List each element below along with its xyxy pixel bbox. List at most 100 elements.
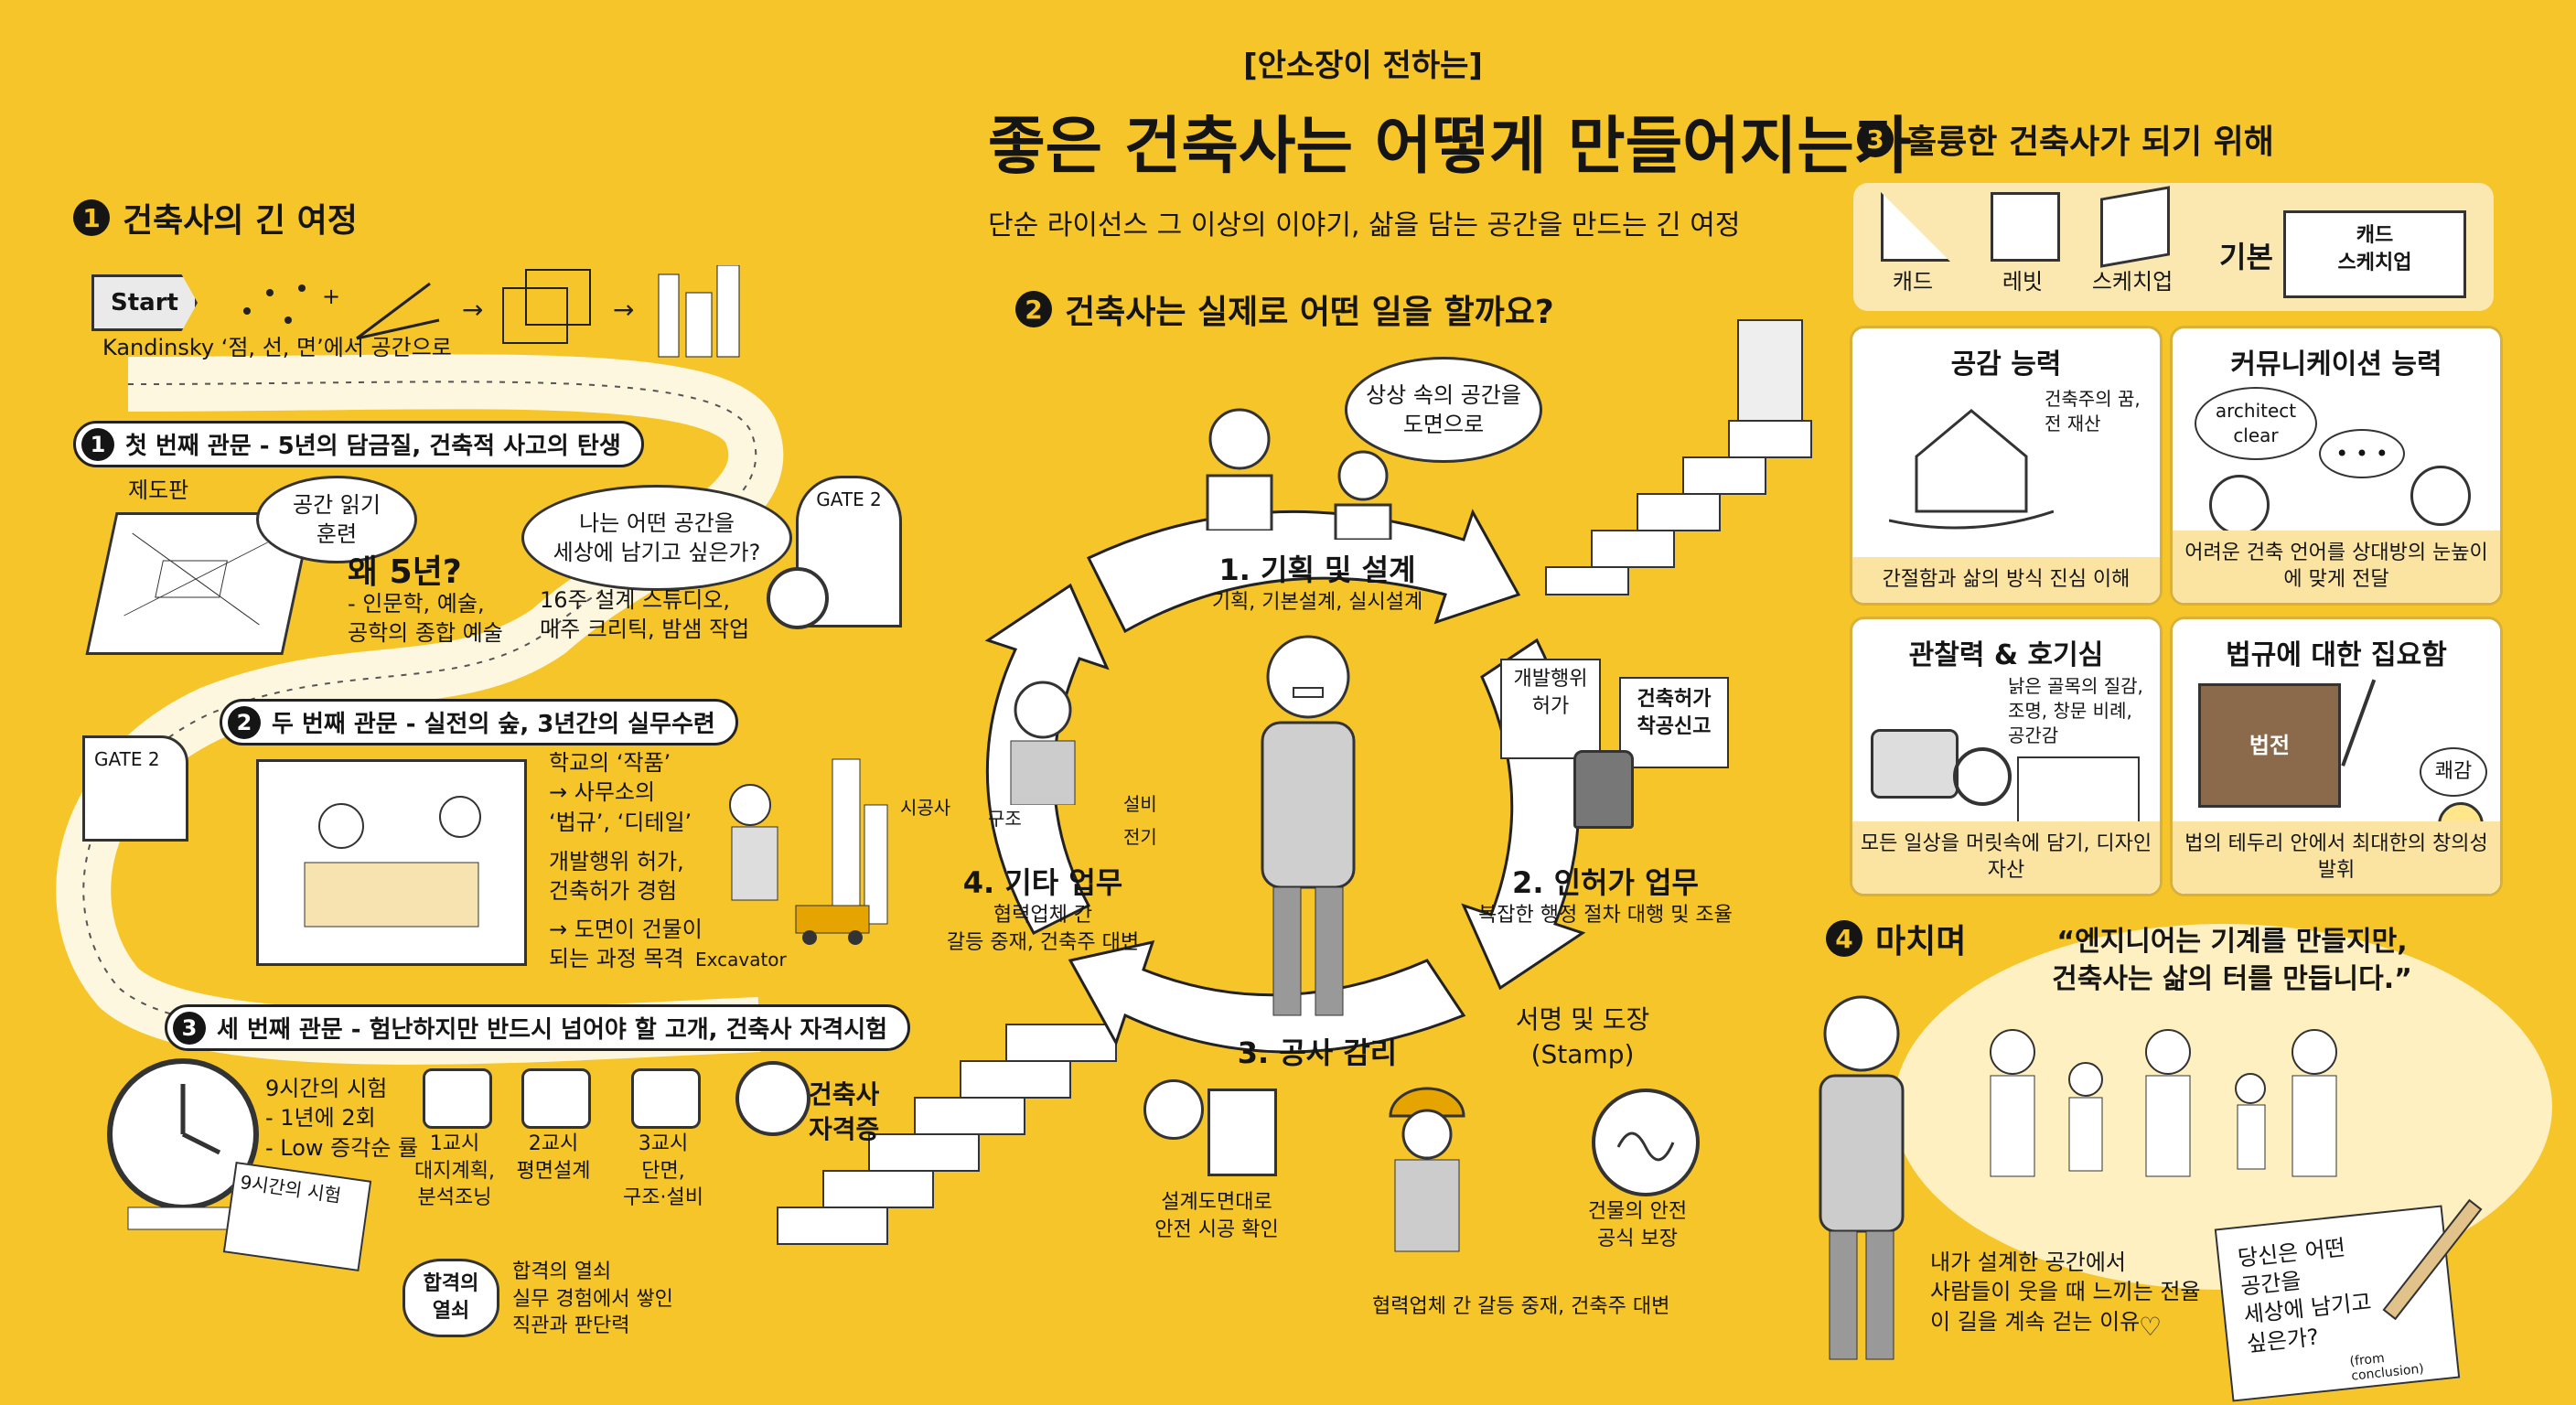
imagination-bubble: 상상 속의 공간을 도면으로 <box>1345 357 1542 463</box>
heart-icon: ♡ <box>2139 1312 2163 1342</box>
house-hand-icon <box>1889 409 2054 530</box>
section4-title: 마치며 <box>1875 923 1967 960</box>
section-plan-icon <box>631 1068 701 1129</box>
session-3: 3교시 단면, 구조·설비 <box>623 1132 703 1210</box>
cycle-step-1-title: 1. 기획 및 설계 <box>1218 552 1416 587</box>
observation-card: 관찰력 & 호기심 낡은 골목의 질감, 조명, 창문 비례, 공간감 모든 일… <box>1850 617 2163 896</box>
stage2-number: 2 <box>228 705 261 739</box>
start-sign: Start <box>91 274 198 331</box>
bottom-note: 협력업체 간 갈등 중재, 건축주 대변 <box>1372 1295 1670 1318</box>
sketchup-icon <box>2100 186 2170 268</box>
reflection-note: 당신은 어떤 공간을 세상에 남기고 싶은가? (from conclusion… <box>2214 1205 2461 1402</box>
stage1-pill: 1 첫 번째 관문 - 5년의 담금질, 건축적 사고의 탄생 <box>73 421 644 467</box>
section4-number: 4 <box>1826 920 1862 957</box>
header-tag: [안소장이 전하는] <box>1243 48 1483 84</box>
plus-sign: + <box>322 284 341 309</box>
stamp-icon <box>1573 750 1634 829</box>
cycle-step-4-title: 4. 기타 업무 <box>962 865 1123 900</box>
compass-tool-icon <box>2341 679 2410 779</box>
pass-key-text: 합격의 열쇠 실무 경험에서 쌓인 직관과 판단력 <box>512 1260 673 1338</box>
certificate-medal-icon <box>735 1061 810 1136</box>
exam-text: 9시간의 시험 - 1년에 2회 - Low 증각순 률 <box>265 1076 419 1161</box>
clock-icon <box>107 1058 259 1230</box>
basic-cad: 캐드 <box>1892 269 1934 295</box>
sketchbook-icon <box>2017 756 2140 824</box>
communication-title: 커뮤니케이션 능력 <box>2230 349 2442 381</box>
law-book: 법전 <box>2198 683 2341 808</box>
observation-foot: 모든 일상을 머릿속에 담기, 디자인 자산 <box>1852 820 2160 894</box>
excavator-label: Excavator <box>695 949 787 971</box>
closing-quote: “엔지니어는 기계를 만들지만, 건축사는 삶의 터를 만듭니다.” <box>2052 926 2412 995</box>
section2-heading: 2 건축사는 실제로 어떤 일을 할까요? <box>1015 285 1554 333</box>
section1-number: 1 <box>73 199 110 236</box>
office-scene <box>256 759 527 966</box>
team-structure: 구조 <box>988 808 1022 830</box>
studio-text: 16주 설계 스튜디오, 매주 크리틱, 밤샘 작업 <box>540 587 750 643</box>
exam-paper-icon: 9시간의 시험 <box>222 1162 372 1271</box>
clipboard-icon <box>1208 1089 1277 1176</box>
pass-key-badge: 합격의 열쇠 <box>402 1259 499 1337</box>
cycle-step-1: 1. 기획 및 설계 기획, 기본설계, 실시설계 <box>1180 547 1454 617</box>
svg-text:→: → <box>613 295 634 325</box>
cycle-step-2-desc: 복잡한 행정 절차 대행 및 조율 <box>1478 904 1733 927</box>
compass-icon <box>767 567 829 629</box>
basics-panel: 캐드 레빗 스케치업 기본 캐드 스케치업 <box>1853 183 2494 311</box>
session-2: 2교시 평면설계 <box>516 1132 591 1183</box>
building-permit-doc: 건축허가 착공신고 <box>1619 677 1729 768</box>
site-workers <box>1372 1079 1482 1262</box>
gate-label: GATE 2 <box>816 488 882 510</box>
happy-family-icon <box>1990 1029 2337 1177</box>
observation-note: 낡은 골목의 질감, 조명, 창문 비례, 공간감 <box>2008 675 2143 746</box>
basic-revit: 레빗 <box>2002 269 2044 295</box>
floor-plan-icon <box>521 1068 591 1129</box>
center-architect-figure <box>1217 622 1400 1024</box>
building-stairs <box>1545 319 1812 595</box>
law-card: 법규에 대한 집요함 법전 쾌감 법의 테두리 안에서 최대한의 창의성 발휘 <box>2170 617 2503 896</box>
section2-number: 2 <box>1015 291 1052 327</box>
stage2-note-2: 개발행위 허가, 건축허가 경험 <box>549 849 684 905</box>
stage2-note-1: 학교의 ‘작품’ → 사무소의 ‘법규’, ‘디테일’ <box>549 750 692 835</box>
stage1-number: 1 <box>81 427 114 461</box>
signature-seal-icon <box>1592 1089 1700 1196</box>
basics-book: 캐드 스케치업 <box>2283 210 2466 298</box>
supervision-note: 설계도면대로 안전 시공 확인 <box>1154 1191 1279 1241</box>
pleasure-bubble: 쾌감 <box>2420 747 2487 797</box>
architect-woman-icon <box>1326 448 1400 542</box>
worker-avatar <box>2410 466 2471 526</box>
section1-heading: 1 건축사의 긴 여정 <box>73 194 358 241</box>
empathy-card: 공감 능력 건축주의 꿈, 전 재산 간절함과 삶의 방식 진심 이해 <box>1850 326 2163 606</box>
ruler-icon <box>1881 192 1950 262</box>
reading-space-bubble: 공간 읽기 훈련 <box>256 476 417 563</box>
reflection-source: (from conclusion) <box>2348 1350 2425 1384</box>
architect-speech-bubble: architect clear <box>2195 387 2317 460</box>
empathy-title: 공감 능력 <box>1950 349 2062 381</box>
point-line-plane-icon: → → <box>243 265 740 358</box>
drafting-board-icon <box>85 512 314 655</box>
page-title: 좋은 건축사는 어떻게 만들어지는가 <box>988 110 1912 183</box>
architect-man-icon <box>1198 402 1281 532</box>
site-plan-icon <box>423 1068 492 1129</box>
section1-title: 건축사의 긴 여정 <box>123 202 358 240</box>
thought-bubble: 나는 어떤 공간을 세상에 남기고 싶은가? <box>521 485 792 591</box>
why-five-years: 왜 5년? <box>348 553 462 591</box>
cycle-step-3: 3. 공사 감리 <box>1198 1030 1436 1072</box>
family-glow <box>1894 924 2552 1290</box>
gate2-icon: GATE 2 <box>82 735 188 842</box>
stage1-title: 첫 번째 관문 - 5년의 담금질, 건축적 사고의 탄생 <box>125 433 621 460</box>
section3-heading: 3 훌륭한 건축사가 되기 위해 <box>1857 115 2274 163</box>
communication-card: 커뮤니케이션 능력 architect clear • • • 어려운 건축 언… <box>2170 326 2503 606</box>
law-title: 법규에 대한 집요함 <box>2226 639 2447 671</box>
revit-icon <box>1991 192 2060 262</box>
section2-title: 건축사는 실제로 어떤 일을 할까요? <box>1065 294 1554 331</box>
gate2-label: GATE 2 <box>94 748 160 770</box>
team-mechanical: 설비 <box>1123 793 1157 815</box>
construction-site-icon <box>729 758 888 945</box>
start-caption: Kandinsky ‘점, 선, 면’에서 공간으로 <box>102 335 452 360</box>
basic-sketchup: 스케치업 <box>2091 269 2174 295</box>
cycle-step-4-desc: 협력업체 간 갈등 중재, 건축주 대변 <box>946 904 1140 954</box>
team-contractor: 시공사 <box>900 797 951 819</box>
session-1: 1교시 대지계획, 분석조닝 <box>414 1132 495 1210</box>
section3-number: 3 <box>1857 121 1894 157</box>
camera-icon <box>1871 729 1959 799</box>
why-five-years-text: - 인문학, 예술, 공학의 종합 예술 <box>348 591 503 647</box>
